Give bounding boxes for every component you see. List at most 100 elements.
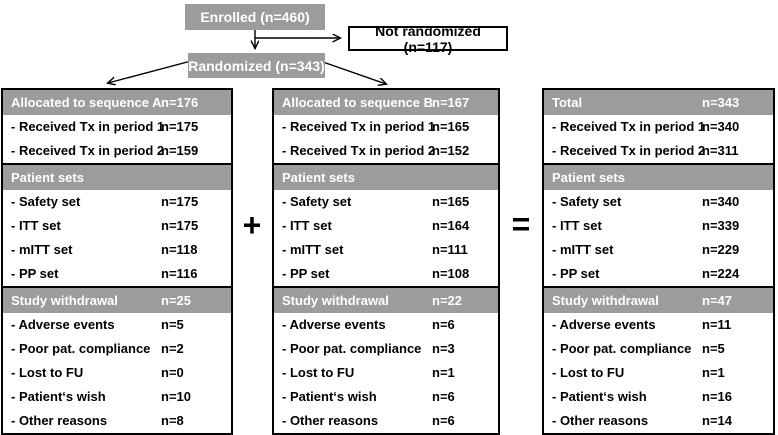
row-label: - Safety set [552,194,622,209]
table-row: - PP set n=116 [3,262,231,286]
table-row: - mITT set n=229 [544,238,773,262]
patient-sets-section: Patient sets - Safety set n=165 - ITT se… [272,163,500,288]
section-header: Patient sets [274,165,498,190]
table-row: - Adverse events n=11 [544,313,773,337]
section-header: Study withdrawal n=47 [544,288,773,313]
row-value: n=14 [702,413,732,428]
row-value: n=108 [432,266,470,281]
row-label: - ITT set [282,218,332,233]
section-header-label: Study withdrawal [11,293,118,308]
table-row: - Other reasons n=14 [544,409,773,433]
row-label: - Received Tx in period 1 [11,119,165,134]
row-label: - mITT set [11,242,73,257]
row-label: - Safety set [11,194,81,209]
row-value: n=16 [702,389,732,404]
row-label: - mITT set [552,242,614,257]
section-header-label: Study withdrawal [282,293,389,308]
section-header: Allocated to sequence A n=176 [3,90,231,115]
table-row: - Received Tx in period 2 n=152 [274,139,498,163]
row-value: n=6 [432,317,455,332]
row-value: n=340 [702,119,740,134]
table-row: - Poor pat. compliance n=3 [274,337,498,361]
row-value: n=1 [432,365,455,380]
table-row: - Other reasons n=6 [274,409,498,433]
row-value: n=111 [432,242,468,257]
row-label: - Patient‘s wish [11,389,106,404]
row-value: n=339 [702,218,740,233]
table-row: - mITT set n=118 [3,238,231,262]
row-label: - Received Tx in period 2 [282,143,436,158]
row-value: n=152 [432,143,470,158]
patient-sets-section: Patient sets - Safety set n=340 - ITT se… [542,163,775,288]
table-row: - Received Tx in period 2 n=159 [3,139,231,163]
section-header-value: n=47 [702,293,732,308]
equals-operator: = [511,206,531,242]
row-label: - Received Tx in period 1 [282,119,436,134]
section-header-value: n=25 [161,293,191,308]
table-row: - Safety set n=165 [274,190,498,214]
randomized-box: Randomized (n=343) [188,53,325,78]
table-row: - Lost to FU n=1 [274,361,498,385]
row-label: - Poor pat. compliance [552,341,692,356]
row-label: - PP set [552,266,600,281]
allocated-section: Allocated to sequence B n=167 - Received… [272,88,500,165]
row-label: - Poor pat. compliance [282,341,422,356]
table-row: - Other reasons n=8 [3,409,231,433]
row-value: n=159 [161,143,199,158]
row-value: n=0 [161,365,184,380]
table-row: - Patient‘s wish n=6 [274,385,498,409]
row-label: - Other reasons [11,413,108,428]
table-row: - PP set n=224 [544,262,773,286]
row-value: n=6 [432,389,455,404]
row-value: n=3 [432,341,455,356]
section-header: Patient sets [3,165,231,190]
flow-arrows [0,30,778,92]
row-label: - Lost to FU [552,365,625,380]
table-row: - Lost to FU n=1 [544,361,773,385]
row-label: - Patient‘s wish [552,389,647,404]
row-label: - Received Tx in period 2 [552,143,706,158]
table-row: - Lost to FU n=0 [3,361,231,385]
row-value: n=118 [161,242,198,257]
table-row: - Safety set n=340 [544,190,773,214]
row-value: n=165 [432,194,470,209]
row-label: - Other reasons [282,413,379,428]
row-value: n=340 [702,194,740,209]
table-row: - Poor pat. compliance n=5 [544,337,773,361]
section-header-label: Allocated to sequence B [282,95,433,110]
study-withdrawal-section: Study withdrawal n=47 - Adverse events n… [542,286,775,435]
row-value: n=6 [432,413,455,428]
row-label: - Lost to FU [282,365,355,380]
table-row: - Patient‘s wish n=16 [544,385,773,409]
table-row: - ITT set n=339 [544,214,773,238]
row-value: n=224 [702,266,740,281]
section-header-value: n=176 [161,95,199,110]
row-label: - Adverse events [11,317,115,332]
column-sequence-a: Allocated to sequence A n=176 - Received… [1,88,233,435]
arrow-randomized-to-sequence-b [322,61,386,84]
table-row: - PP set n=108 [274,262,498,286]
table-row: - ITT set n=175 [3,214,231,238]
study-withdrawal-section: Study withdrawal n=22 - Adverse events n… [272,286,500,435]
row-value: n=1 [702,365,725,380]
table-row: - Poor pat. compliance n=2 [3,337,231,361]
table-row: - Adverse events n=6 [274,313,498,337]
table-row: - Adverse events n=5 [3,313,231,337]
row-value: n=175 [161,194,199,209]
section-header: Allocated to sequence B n=167 [274,90,498,115]
table-row: - Safety set n=175 [3,190,231,214]
section-header: Study withdrawal n=25 [3,288,231,313]
table-row: - ITT set n=164 [274,214,498,238]
allocated-section: Total n=343 - Received Tx in period 1 n=… [542,88,775,165]
row-label: - Patient‘s wish [282,389,377,404]
table-row: - Received Tx in period 1 n=340 [544,115,773,139]
section-header-label: Allocated to sequence A [11,95,162,110]
section-header: Study withdrawal n=22 [274,288,498,313]
row-value: n=11 [702,317,732,332]
row-label: - Adverse events [282,317,386,332]
row-label: - Received Tx in period 1 [552,119,706,134]
allocated-section: Allocated to sequence A n=176 - Received… [1,88,233,165]
row-value: n=311 [702,143,739,158]
table-row: - Received Tx in period 1 n=175 [3,115,231,139]
